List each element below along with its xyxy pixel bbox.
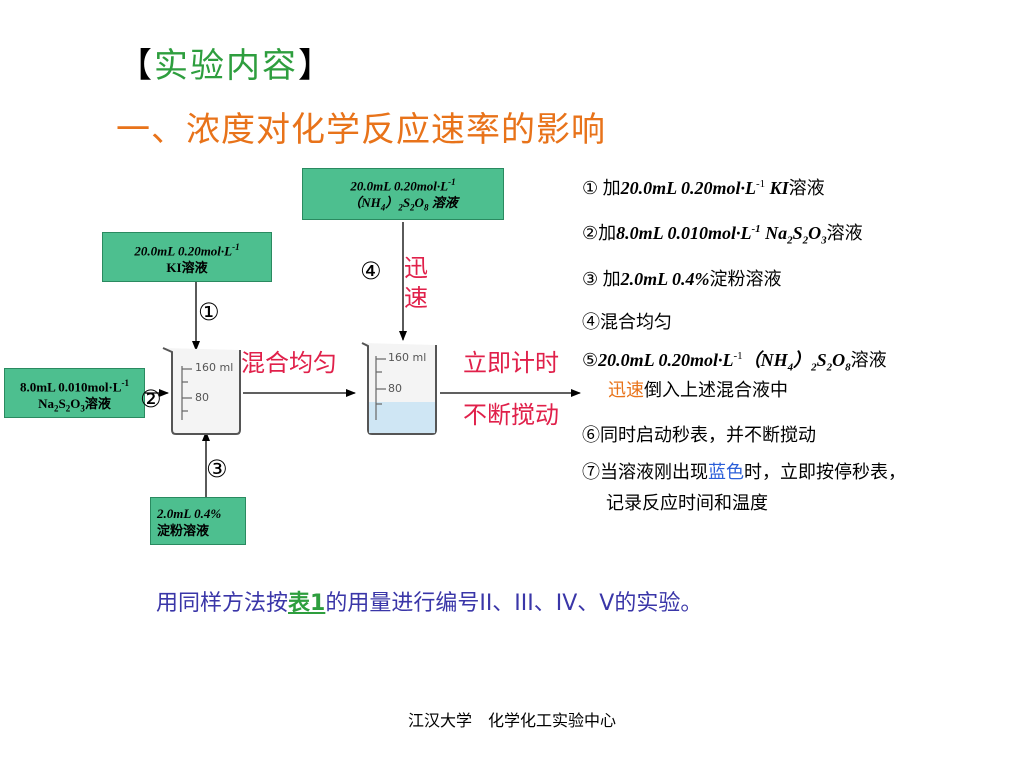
label-start-timer: 立即计时 xyxy=(463,349,559,377)
box-starch: 2.0mL 0.4% 淀粉溶液 xyxy=(150,497,246,545)
table1-link[interactable]: 表1 xyxy=(288,591,326,616)
step-number-3: ③ xyxy=(206,455,228,483)
step-5-line-2: 迅速倒入上述混合液中 xyxy=(608,380,788,400)
section-header: 【实验内容】 xyxy=(118,44,334,88)
box-ki: 20.0mL 0.20mol·L-1 KI溶液 xyxy=(102,232,272,282)
step-number-1: ① xyxy=(198,298,220,326)
beaker2-mark-160: 160 ml xyxy=(388,351,427,364)
label-fast-2: 速 xyxy=(404,284,428,312)
beaker2-mark-80: 80 xyxy=(388,382,402,395)
bottom-note: 用同样方法按表1的用量进行编号II、III、IV、V的实验。 xyxy=(156,591,703,616)
label-keep-stirring: 不断搅动 xyxy=(463,401,559,429)
beaker1-mark-80: 80 xyxy=(195,391,209,404)
step-number-4: ④ xyxy=(360,257,382,285)
label-mix: 混合均匀 xyxy=(241,349,337,377)
beaker1-mark-160: 160 ml xyxy=(195,361,234,374)
bracket-close: 】 xyxy=(298,46,334,86)
beaker-2 xyxy=(361,342,437,435)
box-na2s2o3: 8.0mL 0.010mol·L-1 Na2S2O3溶液 xyxy=(4,368,145,418)
page-title: 一、浓度对化学反应速率的影响 xyxy=(116,110,606,150)
step-7-line-2: 记录反应时间和温度 xyxy=(606,493,768,513)
header-text: 实验内容 xyxy=(154,46,298,86)
step-2: ②加8.0mL 0.010mol·L-1 Na2S2O3溶液 xyxy=(582,223,863,247)
bracket-open: 【 xyxy=(118,46,154,86)
beaker-1 xyxy=(162,347,241,435)
step-1: ① 加20.0mL 0.20mol·L-1 KI溶液 xyxy=(582,178,825,199)
step-7: ⑦当溶液刚出现蓝色时，立即按停秒表， xyxy=(582,462,906,482)
footer: 江汉大学 化学化工实验中心 xyxy=(407,711,616,730)
step-3: ③ 加2.0mL 0.4%淀粉溶液 xyxy=(582,269,782,290)
step-6: ⑥同时启动秒表，并不断搅动 xyxy=(582,425,816,445)
step-number-2: ② xyxy=(140,385,162,413)
label-fast-1: 迅 xyxy=(404,254,428,282)
box-persulfate: 20.0mL 0.20mol·L-1 （NH4）2S2O8 溶液 xyxy=(302,168,504,220)
step-4: ④混合均匀 xyxy=(582,312,672,332)
step-5: ⑤20.0mL 0.20mol·L-1（NH4）2S2O8溶液 xyxy=(582,350,887,374)
